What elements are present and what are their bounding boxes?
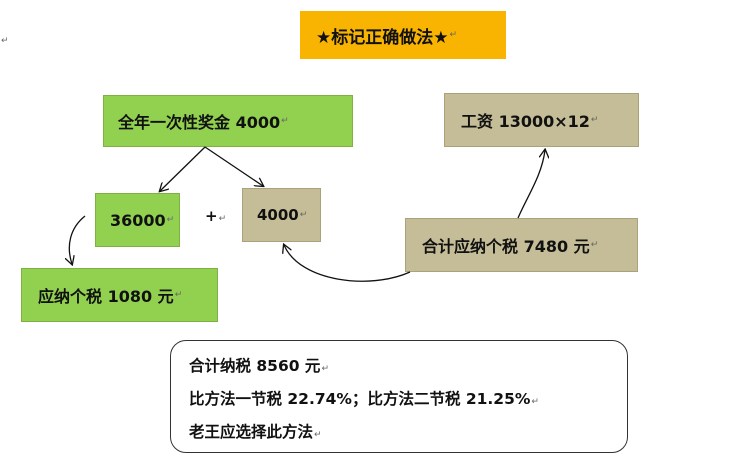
tax1-node: 应纳个税 1080 元↵ (21, 268, 218, 322)
total-tax-node: 合计应纳个税 7480 元↵ (405, 218, 638, 272)
arrow-part1-to-tax1 (69, 215, 86, 264)
paragraph-mark: ↵ (166, 215, 175, 225)
bonus-label: 全年一次性奖金 4000 (118, 113, 281, 132)
summary-box: 合计纳税 8560 元↵ 比方法一节税 22.74%；比方法二节税 21.25%… (170, 340, 628, 453)
summary-line-3: 老王应选择此方法↵ (189, 423, 322, 441)
salary-node: 工资 13000×12↵ (444, 93, 639, 147)
paragraph-mark: ↵ (174, 290, 183, 300)
paragraph-mark: ↵ (299, 210, 308, 220)
paragraph-mark: ↵ (590, 240, 599, 250)
paragraph-mark: ↵ (1, 36, 9, 46)
paragraph-mark: ↵ (321, 364, 329, 374)
bonus-node: 全年一次性奖金 4000↵ (103, 95, 353, 147)
diagram-title: ★标记正确做法★↵ (300, 11, 506, 59)
paragraph-mark: ↵ (314, 430, 322, 440)
arrow-total-to-part2 (284, 245, 411, 282)
part1-label: 36000 (110, 210, 166, 230)
part2-node: 4000↵ (242, 188, 321, 242)
arrow-bonus-to-part2 (204, 146, 263, 186)
paragraph-mark: ↵ (531, 397, 539, 407)
paragraph-mark: ↵ (218, 214, 227, 224)
part2-label: 4000 (257, 206, 299, 224)
paragraph-mark: ↵ (281, 116, 289, 126)
arrow-total-to-salary (517, 150, 545, 219)
tax1-label: 应纳个税 1080 元 (38, 287, 174, 306)
total-tax-label: 合计应纳个税 7480 元 (422, 237, 590, 256)
title-text: ★标记正确做法★ (316, 27, 449, 48)
plus-operator: +↵ (205, 207, 226, 225)
summary-line-1: 合计纳税 8560 元↵ (189, 357, 329, 375)
plus-sign: + (205, 207, 218, 225)
part1-node: 36000↵ (95, 193, 180, 247)
paragraph-mark: ↵ (590, 115, 599, 125)
salary-label: 工资 13000×12 (461, 112, 590, 131)
paragraph-mark: ↵ (449, 30, 458, 40)
arrow-bonus-to-part1 (160, 146, 206, 191)
summary-line-2: 比方法一节税 22.74%；比方法二节税 21.25%↵ (189, 390, 539, 408)
